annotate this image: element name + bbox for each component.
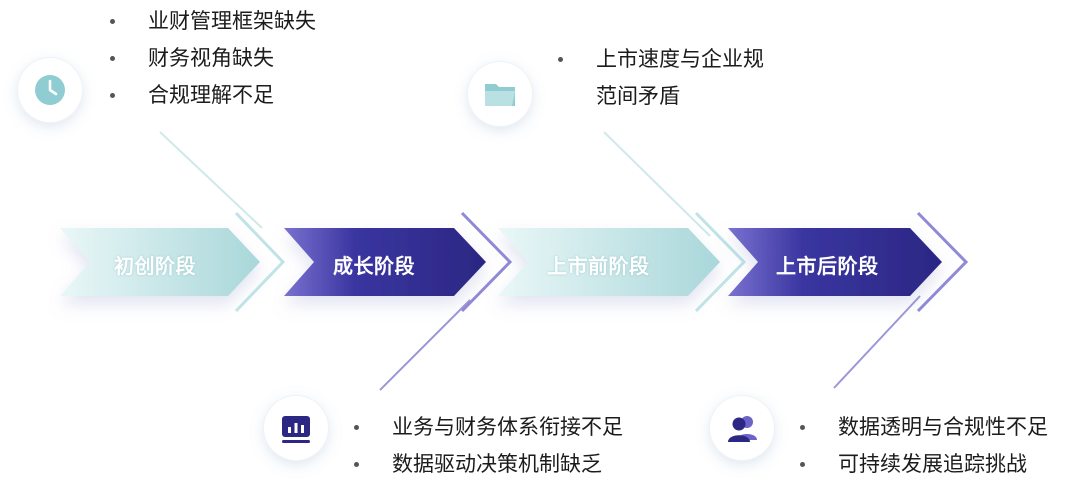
- stage-chevron-2: [284, 211, 513, 313]
- list-item: 上市速度与企业规: [556, 41, 764, 78]
- stage-chevron-3: [498, 211, 747, 313]
- connector-line-1: [159, 131, 263, 229]
- list-item: 业务与财务体系衔接不足: [352, 409, 623, 446]
- list-item: 财务视角缺失: [108, 40, 316, 77]
- stage-label-3: 上市前阶段: [547, 254, 650, 278]
- list-item: 合规理解不足: [108, 77, 316, 114]
- callout-list-1: 业财管理框架缺失 财务视角缺失 合规理解不足: [108, 3, 316, 114]
- stage-chevron-4: [728, 211, 969, 313]
- connector-line-4: [833, 295, 921, 389]
- list-item: 数据驱动决策机制缺乏: [352, 446, 623, 483]
- callout-list-2: 上市速度与企业规 范间矛盾: [556, 41, 764, 115]
- stage-chevron-1: [60, 211, 286, 313]
- folder-icon: [468, 62, 532, 126]
- stage-label-4: 上市后阶段: [776, 254, 879, 278]
- list-item: 可持续发展追踪挑战: [798, 446, 1048, 483]
- users-icon: [710, 396, 774, 460]
- clock-icon: [18, 58, 82, 122]
- stage-label-1: 初创阶段: [114, 254, 196, 278]
- callout-list-3: 业务与财务体系衔接不足 数据驱动决策机制缺乏: [352, 409, 623, 483]
- chart-board-icon: [264, 396, 328, 460]
- list-item: 范间矛盾: [596, 84, 680, 108]
- connector-line-2: [603, 131, 711, 237]
- list-item: 数据透明与合规性不足: [798, 409, 1048, 446]
- callout-list-4: 数据透明与合规性不足 可持续发展追踪挑战: [798, 409, 1048, 483]
- stage-label-2: 成长阶段: [333, 254, 415, 278]
- list-item: 业财管理框架缺失: [108, 3, 316, 40]
- connector-line-3: [379, 299, 471, 391]
